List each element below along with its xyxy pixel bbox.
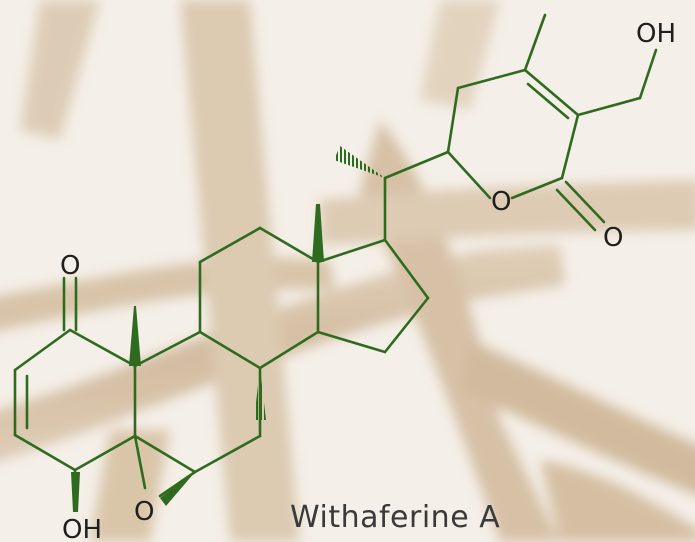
hydroxyl-wedge bbox=[71, 472, 80, 512]
hydrogen-hash-c8 bbox=[254, 368, 266, 420]
methyl-wedge-c10 bbox=[129, 306, 141, 366]
hydroxyl-label-bottom: OH bbox=[62, 515, 102, 542]
compound-name-title: Withaferine A bbox=[290, 500, 501, 535]
epoxide-wedge bbox=[160, 472, 195, 506]
methyl-wedge-c13 bbox=[312, 204, 324, 262]
lactone-carbonyl-oxygen-label: O bbox=[603, 223, 623, 253]
bond-lines bbox=[13, 13, 658, 498]
lactone-ring-oxygen-label: O bbox=[491, 187, 511, 217]
epoxide-oxygen-label: O bbox=[134, 497, 154, 527]
hashed-bonds bbox=[254, 146, 385, 420]
hydroxyl-label-top: OH bbox=[636, 19, 676, 49]
stereo-bonds bbox=[71, 204, 324, 512]
methyl-hash-c20 bbox=[334, 146, 385, 178]
ketone-oxygen-label: O bbox=[60, 251, 80, 281]
